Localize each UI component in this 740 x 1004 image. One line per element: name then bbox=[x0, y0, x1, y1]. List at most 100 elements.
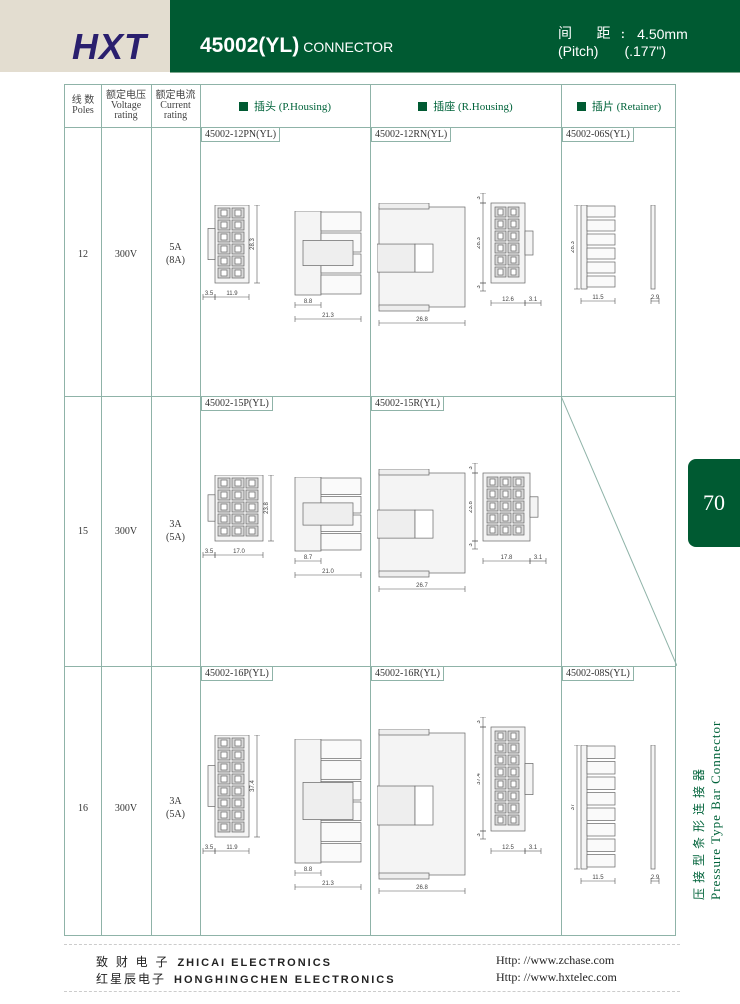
cavity-window bbox=[234, 775, 242, 783]
dimension-label: 11.9 bbox=[226, 845, 238, 851]
cavity-window bbox=[489, 526, 496, 534]
cavity-window bbox=[220, 209, 228, 217]
cavity-window bbox=[234, 527, 242, 535]
cavity-window bbox=[234, 503, 242, 511]
p-housing-side-16: 8.821.3 bbox=[294, 739, 362, 890]
rib-top bbox=[378, 469, 430, 476]
voltage-value: 300V bbox=[114, 249, 138, 260]
dimension-label: 3.5 bbox=[205, 845, 214, 851]
rib-bottom bbox=[378, 570, 430, 578]
lock-window bbox=[414, 785, 434, 826]
cavity-window bbox=[220, 269, 228, 277]
url-zchase[interactable]: Http: //www.zchase.com bbox=[496, 953, 615, 967]
no-retainer-diagonal bbox=[561, 396, 677, 666]
current-alt-value: (8A) bbox=[166, 255, 185, 266]
bullet-square-icon bbox=[418, 101, 428, 111]
cavity-window bbox=[497, 804, 504, 812]
terminal-slot bbox=[320, 477, 362, 495]
dimension-label: 37.4 bbox=[250, 780, 256, 792]
pitch-inch: (.177") bbox=[624, 43, 666, 59]
dimension-label: 21.0 bbox=[322, 569, 334, 575]
rib-top bbox=[378, 729, 430, 736]
retainer-finger bbox=[586, 807, 616, 821]
retainer-finger bbox=[586, 247, 616, 260]
url-hxtelec[interactable]: Http: //www.hxtelec.com bbox=[496, 970, 617, 984]
cavity-window bbox=[234, 479, 242, 487]
dimension-label: 3.1 bbox=[529, 845, 538, 851]
r-housing-front-16: 337.4312.53.1 bbox=[477, 717, 542, 854]
p-housing-front-16: 37.4 3.5 11.9 bbox=[202, 735, 260, 854]
dimension-label: 37 bbox=[571, 803, 576, 810]
dimension-label: 3 bbox=[477, 196, 482, 200]
lock-latch bbox=[377, 243, 416, 273]
product-title: 45002(YL)CONNECTOR bbox=[200, 34, 393, 58]
dimension-label: 3 bbox=[477, 720, 482, 724]
cavity-window bbox=[489, 502, 496, 510]
header-voltage-cn: 额定电压 bbox=[106, 90, 146, 101]
cavity-window bbox=[220, 503, 228, 511]
cavity-window bbox=[510, 744, 517, 752]
rib-bottom bbox=[378, 304, 430, 312]
retainer-finger bbox=[586, 761, 616, 775]
cavity-window bbox=[234, 763, 242, 771]
header-voltage: 额定电压 Voltage rating bbox=[101, 85, 151, 127]
dimension-label: 23.8 bbox=[469, 501, 474, 513]
cavity-window bbox=[234, 787, 242, 795]
lock-arm bbox=[302, 240, 354, 266]
part-number-s: 45002-08S(YL) bbox=[562, 667, 634, 681]
voltage-value: 300V bbox=[114, 803, 138, 814]
row-divider bbox=[65, 127, 675, 128]
cavity-window bbox=[510, 244, 517, 252]
dimension-label: 21.3 bbox=[322, 881, 334, 887]
dimension-label: 3 bbox=[469, 543, 474, 547]
cavity-window bbox=[220, 257, 228, 265]
dimension-label: 28.3 bbox=[477, 237, 482, 249]
pitch-info: 间 距:4.50mm (Pitch)(.177") bbox=[558, 26, 688, 60]
cavity-window bbox=[497, 744, 504, 752]
cavity-window bbox=[234, 269, 242, 277]
retainer-edge bbox=[650, 205, 656, 290]
cavity-window bbox=[220, 751, 228, 759]
cavity-window bbox=[502, 514, 509, 522]
retainer-finger bbox=[586, 233, 616, 246]
cavity-window bbox=[220, 491, 228, 499]
retainer-spine bbox=[580, 745, 588, 870]
header-current-cn: 额定电流 bbox=[155, 90, 196, 101]
r-housing-side-16: 26.8 bbox=[377, 729, 466, 894]
dimension-label: 2.9 bbox=[651, 875, 660, 881]
poles-value: 15 bbox=[78, 526, 88, 537]
cavity-window bbox=[502, 526, 509, 534]
col-divider bbox=[200, 85, 201, 935]
current-value: 3A bbox=[169, 519, 182, 530]
cavity-window bbox=[497, 780, 504, 788]
cavity-window bbox=[497, 268, 504, 276]
lock-window bbox=[414, 509, 434, 539]
cavity-window bbox=[510, 816, 517, 824]
retainer-finger bbox=[586, 792, 616, 806]
cavity-window bbox=[234, 823, 242, 831]
rib-top bbox=[378, 203, 430, 210]
part-number-p: 45002-15P(YL) bbox=[201, 397, 273, 411]
cavity-window bbox=[489, 514, 496, 522]
retainer-finger bbox=[586, 275, 616, 288]
dimension-label: 17.0 bbox=[233, 549, 245, 555]
product-word: CONNECTOR bbox=[303, 39, 394, 55]
header-poles-en: Poles bbox=[72, 105, 94, 116]
cavity-window bbox=[515, 526, 522, 534]
header-retainer-label: 插片 (Retainer) bbox=[591, 101, 662, 113]
cavity-window bbox=[220, 787, 228, 795]
dimension-label: 12.6 bbox=[502, 297, 514, 303]
cavity-window bbox=[497, 732, 504, 740]
cavity-window bbox=[489, 490, 496, 498]
cavity-window bbox=[220, 527, 228, 535]
header-current: 额定电流 Current rating bbox=[151, 85, 200, 127]
cavity-window bbox=[234, 739, 242, 747]
dimension-label: 8.7 bbox=[304, 555, 313, 561]
part-number-r: 45002-15R(YL) bbox=[371, 397, 444, 411]
header-voltage-en: Voltage bbox=[110, 100, 142, 111]
dimension-label: 3 bbox=[469, 466, 474, 470]
cavity-window bbox=[502, 502, 509, 510]
